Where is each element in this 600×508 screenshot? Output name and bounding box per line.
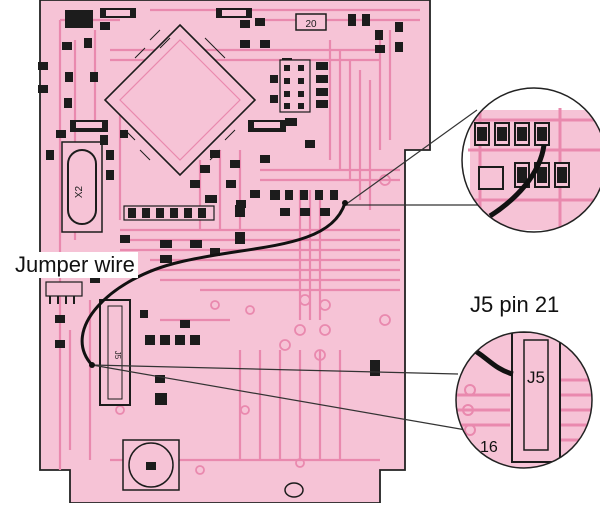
magnifier-top [461,87,600,233]
smd-components [38,14,403,405]
j5-connector-board: J5 [99,299,131,406]
oval-part: X2 [61,141,103,233]
jumper-wire [80,202,347,367]
j5-connector-label: J5 [527,368,545,387]
magnifier-bottom [455,331,593,469]
pcb-vias [115,174,391,475]
oval-part-label: X2 [74,185,85,198]
round-part [122,439,304,498]
j5-pin-label: J5 pin 21 [470,292,560,317]
top-chip-label: 20 [305,19,317,30]
top-components: 20 [65,8,327,132]
j5-board-label: J5 [113,351,122,360]
callout-lines [91,109,508,431]
jumper-wire-label: Jumper wire [12,252,138,278]
component-pads [45,59,311,304]
pin-16-label: 16 [480,439,498,456]
